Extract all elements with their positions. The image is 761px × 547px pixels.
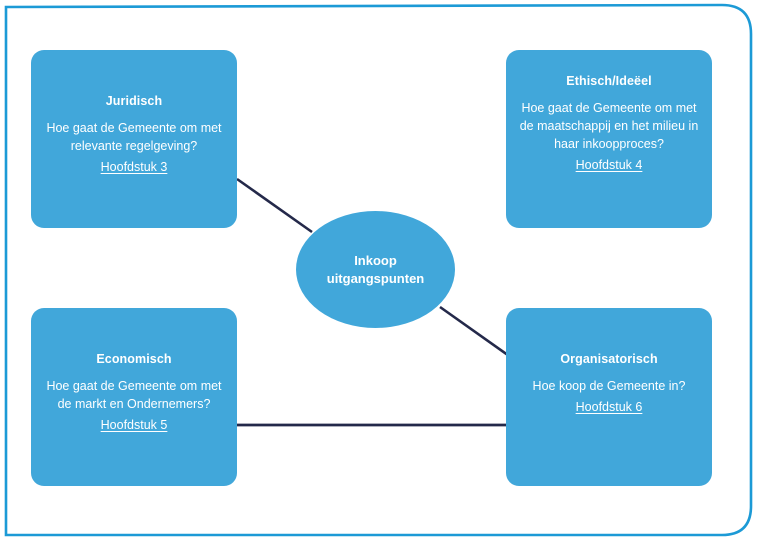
connector-juridisch-to-center bbox=[236, 177, 313, 234]
node-economisch-reference-link[interactable]: Hoofdstuk 5 bbox=[100, 417, 168, 432]
node-organisatorisch-reference-wrap: Hoofdstuk 6 bbox=[576, 395, 643, 418]
node-economisch[interactable]: Economisch Hoe gaat de Gemeente om met d… bbox=[31, 308, 237, 486]
node-ethisch-ideeel-reference-link[interactable]: Hoofdstuk 4 bbox=[575, 158, 643, 172]
node-juridisch-reference-link[interactable]: Hoofdstuk 3 bbox=[100, 159, 168, 174]
node-center-inkoop-uitgangspunten[interactable]: Inkoop uitgangspunten bbox=[296, 211, 455, 328]
node-juridisch[interactable]: Juridisch Hoe gaat de Gemeente om met re… bbox=[31, 50, 237, 228]
node-organisatorisch-description: Hoe koop de Gemeente in? bbox=[532, 378, 686, 393]
node-ethisch-ideeel-reference-wrap: Hoofdstuk 4 bbox=[576, 153, 643, 176]
node-organisatorisch-title: Organisatorisch bbox=[560, 352, 658, 366]
node-economisch-reference-wrap: Hoofdstuk 5 bbox=[101, 413, 168, 436]
center-node-label-line1: Inkoop bbox=[354, 252, 397, 268]
node-organisatorisch-reference-link[interactable]: Hoofdstuk 6 bbox=[575, 399, 643, 414]
node-juridisch-title: Juridisch bbox=[105, 94, 163, 108]
connector-center-to-organisatorisch bbox=[439, 305, 513, 360]
node-ethisch-ideeel[interactable]: Ethisch/Ideëel Hoe gaat de Gemeente om m… bbox=[506, 50, 712, 228]
center-node-label-wrap: Inkoop uitgangspunten bbox=[327, 252, 425, 287]
center-node-label-line2: uitgangspunten bbox=[326, 270, 425, 286]
node-economisch-description: Hoe gaat de Gemeente om met de markt en … bbox=[46, 378, 222, 411]
node-organisatorisch[interactable]: Organisatorisch Hoe koop de Gemeente in?… bbox=[506, 308, 712, 486]
node-ethisch-ideeel-description: Hoe gaat de Gemeente om met de maatschap… bbox=[519, 100, 699, 151]
node-economisch-title: Economisch bbox=[96, 352, 172, 366]
node-juridisch-description: Hoe gaat de Gemeente om met relevante re… bbox=[46, 120, 222, 153]
node-juridisch-reference-wrap: Hoofdstuk 3 bbox=[101, 155, 168, 178]
node-ethisch-ideeel-title: Ethisch/Ideëel bbox=[566, 74, 652, 88]
